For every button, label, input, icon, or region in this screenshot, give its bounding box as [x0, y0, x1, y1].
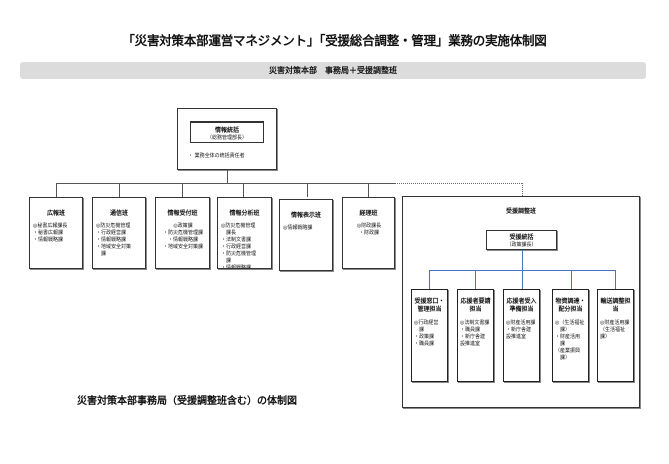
info-control-box: 情報統括 （総務管理部長） ・ 業務全体の統括責任者 — [177, 108, 277, 170]
juen-sub: （政策課長） — [506, 242, 537, 248]
connector — [243, 183, 244, 197]
info-control-note: ・ 業務全体の統括責任者 — [188, 153, 245, 159]
connector — [368, 183, 369, 197]
unit-name: 受援窓口・管理担当 — [414, 298, 445, 313]
team-name: 情報表示班 — [290, 212, 321, 219]
connector — [119, 183, 120, 197]
connector — [615, 270, 616, 289]
connector — [56, 183, 395, 184]
unit-name: 輸送調整担当 — [600, 298, 631, 313]
unit-members: ◎（生活福祉 課） ・財産活用 課 （産業振興 課） — [555, 320, 585, 361]
connector — [227, 170, 228, 183]
juen-head: 受援統括 — [509, 234, 534, 241]
team-box-koho: 広報班 ◎秘書広報課長 ・秘書広報課 ・情報戦略課 — [29, 197, 83, 269]
team-box-uketsuke: 情報受付班 ◎政策課 ・防災危機管理課 ・情報戦略課 ・地域安全対策課 — [155, 197, 210, 269]
dotted-connector — [395, 183, 522, 184]
page-title: 「災害対策本部運営マネジメント」「受援総合調整・管理」業務の実施体制図 — [122, 33, 547, 48]
unit-name: 応援者要請担当 — [460, 298, 491, 313]
team-box-hyoji: 情報表示班 ◎情報戦略課 — [279, 199, 333, 271]
team-members: ◎情報戦略課 — [283, 225, 313, 231]
dotted-connector — [522, 183, 523, 196]
connector — [571, 270, 572, 289]
team-box-bunseki: 情報分析班 ◎防災危機管理 課長 ・法制文書課 ・行政経営課 ・防災危機管理 課… — [217, 197, 272, 269]
unit-box: 物資調達・配分担当 ◎（生活福祉 課） ・財産活用 課 （産業振興 課） — [552, 289, 589, 382]
connector — [429, 270, 430, 289]
unit-name: 物資調達・配分担当 — [555, 298, 586, 313]
team-name: 広報班 — [46, 210, 65, 217]
connector — [475, 270, 476, 289]
unit-members: ◎財産活用課 （生活福祉課） — [600, 320, 630, 340]
unit-box: 応援者受入準備担当 ◎財産活用課 ・新庁舎建 設推進室 — [503, 289, 540, 382]
info-control-head: 情報統括 — [214, 127, 239, 134]
info-control-head-box: 情報統括 （総務管理部長） — [190, 121, 264, 143]
diagram-caption: 災害対策本部事務局（受援調整班含む）の体制図 — [77, 396, 297, 407]
team-members: ◎財政課長 ・財政課 — [356, 223, 382, 236]
section-band: 災害対策本部 事務局＋受援調整班 — [20, 62, 646, 79]
team-members: ◎秘書広報課長 ・秘書広報課 ・情報戦略課 — [33, 223, 68, 243]
connector — [182, 183, 183, 197]
team-members: ◎防災危機管理 ・行政経営課 ・情報戦略課 ・地域安全対策 課 — [96, 223, 132, 257]
unit-box: 応援者要請担当 ◎法制文書課 ・職員課 ・新庁舎建 設推進室 — [457, 289, 494, 382]
connector — [56, 183, 57, 197]
unit-members: ◎財産活用課 ・新庁舎建 設推進室 — [506, 320, 536, 340]
unit-box: 受援窓口・管理担当 ◎行政経営 課 ・政策課 ・職員課 — [411, 289, 448, 382]
unit-members: ◎行政経営 課 ・政策課 ・職員課 — [414, 320, 439, 347]
team-members: ◎政策課 ・防災危機管理課 ・情報戦略課 ・地域安全対策課 — [162, 223, 203, 250]
connector — [522, 250, 523, 270]
team-members: ◎防災危機管理 課長 ・法制文書課 ・行政経営課 ・防災危機管理 課 ・情報戦略… — [221, 223, 257, 269]
connector — [522, 270, 523, 289]
juen-head-box: 受援統括 （政策課長） — [486, 230, 557, 250]
team-box-tsushin: 通信班 ◎防災危機管理 ・行政経営課 ・情報戦略課 ・地域安全対策 課 — [92, 197, 146, 269]
team-name: 通信班 — [109, 210, 128, 217]
team-box-keiri: 経理班 ◎財政課長 ・財政課 — [342, 197, 395, 269]
unit-members: ◎法制文書課 ・職員課 ・新庁舎建 設推進室 — [460, 320, 490, 347]
juen-team-title: 受援調整班 — [505, 208, 536, 215]
info-control-sub: （総務管理部長） — [206, 135, 247, 141]
unit-box: 輸送調整担当 ◎財産活用課 （生活福祉課） — [597, 289, 634, 382]
team-name: 情報受付班 — [167, 210, 198, 217]
unit-name: 応援者受入準備担当 — [506, 298, 537, 313]
connector — [307, 183, 308, 197]
team-name: 経理班 — [359, 210, 378, 217]
team-name: 情報分析班 — [229, 210, 260, 217]
